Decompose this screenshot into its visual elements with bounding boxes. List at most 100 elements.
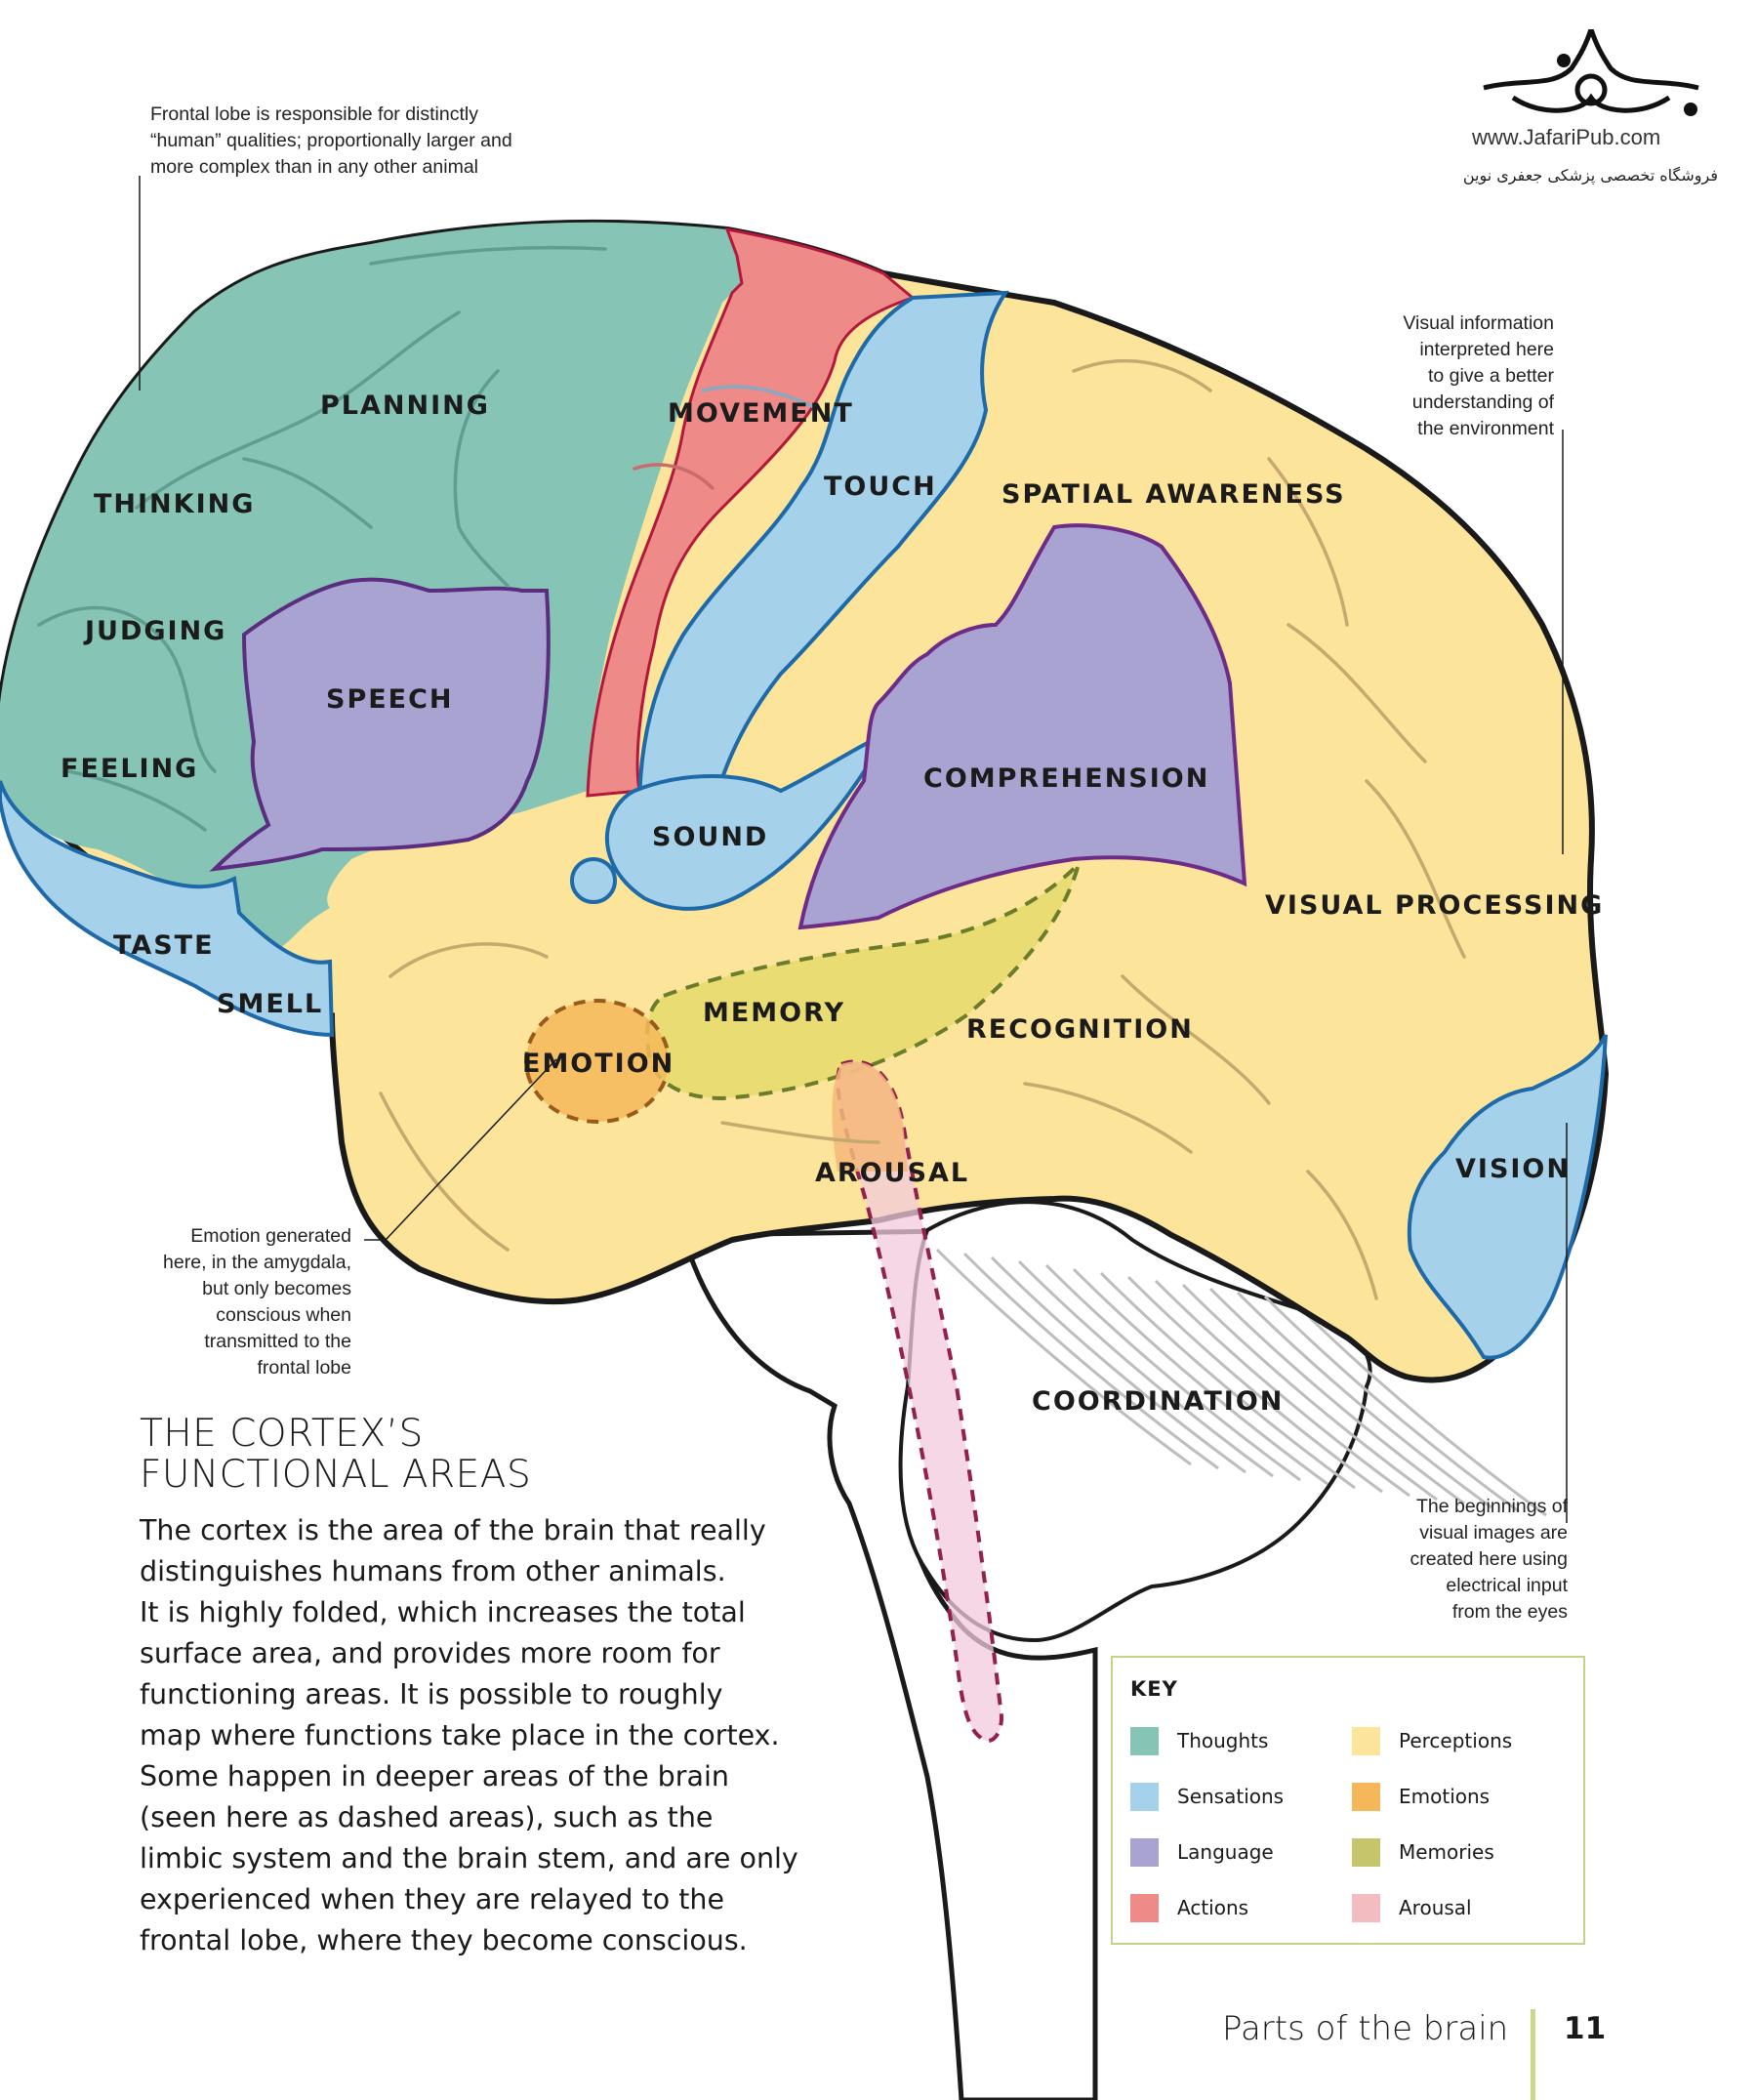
key-title: KEY (1130, 1677, 1178, 1701)
key-item-label: Sensations (1177, 1785, 1285, 1808)
region-speech (209, 577, 551, 872)
cerebellum-fold-line (1044, 1263, 1301, 1482)
region-sound-small (570, 857, 617, 904)
key-swatch (1352, 1726, 1380, 1755)
cerebellum-fold-line (1072, 1267, 1328, 1486)
article-title-line: FUNCTIONAL AREAS (140, 1453, 532, 1497)
key-swatch (1130, 1726, 1159, 1755)
annotation-line: from the eyes (1451, 1601, 1568, 1623)
region-emotion (524, 999, 671, 1124)
publisher-logo: www.JafariPub.com فروشگاه تخصصی پزشکی جع… (1445, 29, 1737, 195)
cerebellum-fold-line (1099, 1271, 1356, 1490)
label-arousal: AROUSAL (815, 1158, 969, 1188)
region-arousal-top (832, 1061, 908, 1172)
label-planning: PLANNING (320, 391, 490, 421)
article-body-line: surface area, and provides more room for (140, 1637, 720, 1669)
annotation-line: Frontal lobe is responsible for distinct… (150, 103, 478, 125)
annotation-vision: The beginnings of visual images are crea… (1367, 1494, 1568, 1626)
cerebellum-fold-line (1236, 1291, 1492, 1509)
article-body: The cortex is the area of the brain that… (140, 1510, 803, 1961)
article-body-line: (seen here as dashed areas), such as the (140, 1801, 714, 1833)
color-key: KEY Thoughts Sensations Language Actions… (1111, 1656, 1585, 1945)
page-number: 11 (1564, 2011, 1607, 2046)
article-title: THE CORTEX’S FUNCTIONAL AREAS (140, 1414, 531, 1496)
key-item-actions: Actions (1130, 1893, 1248, 1922)
annotation-line: interpreted here (1419, 339, 1554, 360)
label-movement: MOVEMENT (668, 398, 854, 429)
key-swatch (1130, 1782, 1159, 1811)
article-body-line: Some happen in deeper areas of the brain (140, 1760, 729, 1792)
article-body-line: frontal lobe, where they become consciou… (140, 1924, 748, 1956)
key-swatch (1352, 1782, 1380, 1811)
annotation-line: conscious when (216, 1304, 351, 1326)
section-title: Parts of the brain (1222, 2009, 1509, 2048)
label-coordination: COORDINATION (1032, 1386, 1284, 1417)
article-body-line: map where functions take place in the co… (140, 1719, 780, 1751)
label-memory: MEMORY (703, 998, 845, 1028)
key-item-perceptions: Perceptions (1352, 1726, 1512, 1755)
annotation-line: the environment (1417, 418, 1554, 439)
cerebellum-fold-line (1017, 1259, 1274, 1478)
annotation-line: created here using (1410, 1548, 1568, 1570)
key-item-thoughts: Thoughts (1130, 1726, 1268, 1755)
key-item-memories: Memories (1352, 1837, 1494, 1867)
cerebellum-fold-line (1208, 1287, 1465, 1505)
annotation-line: Visual information (1403, 312, 1554, 334)
label-judging: JUDGING (83, 616, 226, 646)
annotation-line: transmitted to the (204, 1331, 351, 1352)
label-vision: VISION (1455, 1154, 1571, 1184)
article-body-line: experienced when they are relayed to the (140, 1883, 724, 1915)
article-body-line: distinguishes humans from other animals. (140, 1555, 726, 1587)
emotion-leader-line (364, 1058, 557, 1241)
key-item-label: Memories (1399, 1840, 1494, 1864)
label-speech: SPEECH (326, 684, 454, 715)
key-swatch (1130, 1893, 1159, 1922)
annotation-line: “human” qualities; proportionally larger… (150, 130, 512, 151)
label-taste: TASTE (113, 930, 215, 961)
annotation-line: to give a better (1428, 365, 1554, 387)
cerebellum-fold-line (1154, 1279, 1410, 1498)
cerebellum-fold-line (1126, 1275, 1383, 1494)
annotation-line: visual images are (1419, 1522, 1568, 1544)
article-body-line: The cortex is the area of the brain that… (140, 1514, 766, 1546)
cerebellum-folds (935, 1248, 1547, 1517)
annotation-line: understanding of (1411, 391, 1554, 413)
cerebellum-fold-line (935, 1248, 1192, 1466)
publisher-tagline: فروشگاه تخصصی پزشکی جعفری نوین (1462, 166, 1718, 185)
region-arousal (836, 1059, 1003, 1744)
label-emotion: EMOTION (522, 1049, 674, 1079)
key-item-emotions: Emotions (1352, 1782, 1490, 1811)
cerebellum-fold-line (962, 1252, 1219, 1470)
key-item-label: Emotions (1399, 1785, 1491, 1808)
annotation-frontal-lobe: Frontal lobe is responsible for distinct… (150, 102, 512, 181)
key-item-label: Actions (1177, 1896, 1249, 1919)
annotation-visual-information: Visual information interpreted here to g… (1367, 310, 1554, 442)
label-visual-processing: VISUAL PROCESSING (1265, 890, 1604, 921)
region-taste-smell (0, 780, 335, 1038)
key-swatch (1352, 1837, 1380, 1867)
annotation-line: Emotion generated (190, 1225, 351, 1247)
annotation-line: more complex than in any other animal (150, 156, 479, 178)
label-comprehension: COMPREHENSION (923, 763, 1209, 794)
key-item-label: Thoughts (1177, 1729, 1269, 1752)
label-smell: SMELL (217, 989, 323, 1019)
key-item-sensations: Sensations (1130, 1782, 1284, 1811)
article-title-line: THE CORTEX’S (140, 1412, 424, 1456)
label-touch: TOUCH (824, 472, 937, 502)
key-item-label: Language (1177, 1840, 1274, 1864)
label-feeling: FEELING (61, 754, 198, 784)
label-recognition: RECOGNITION (966, 1014, 1194, 1045)
article-body-line: limbic system and the brain stem, and ar… (140, 1842, 798, 1874)
calligraphy-logo-icon (1483, 29, 1699, 116)
region-actions (586, 227, 917, 798)
key-item-label: Perceptions (1399, 1729, 1513, 1752)
annotation-line: but only becomes (202, 1278, 351, 1299)
key-item-language: Language (1130, 1837, 1274, 1867)
label-sound: SOUND (652, 822, 768, 852)
annotation-emotion: Emotion generated here, in the amygdala,… (137, 1223, 351, 1381)
publisher-url: www.JafariPub.com (1472, 125, 1661, 149)
annotation-line: frontal lobe (257, 1357, 351, 1379)
key-swatch (1130, 1837, 1159, 1867)
region-memory (645, 857, 1083, 1101)
